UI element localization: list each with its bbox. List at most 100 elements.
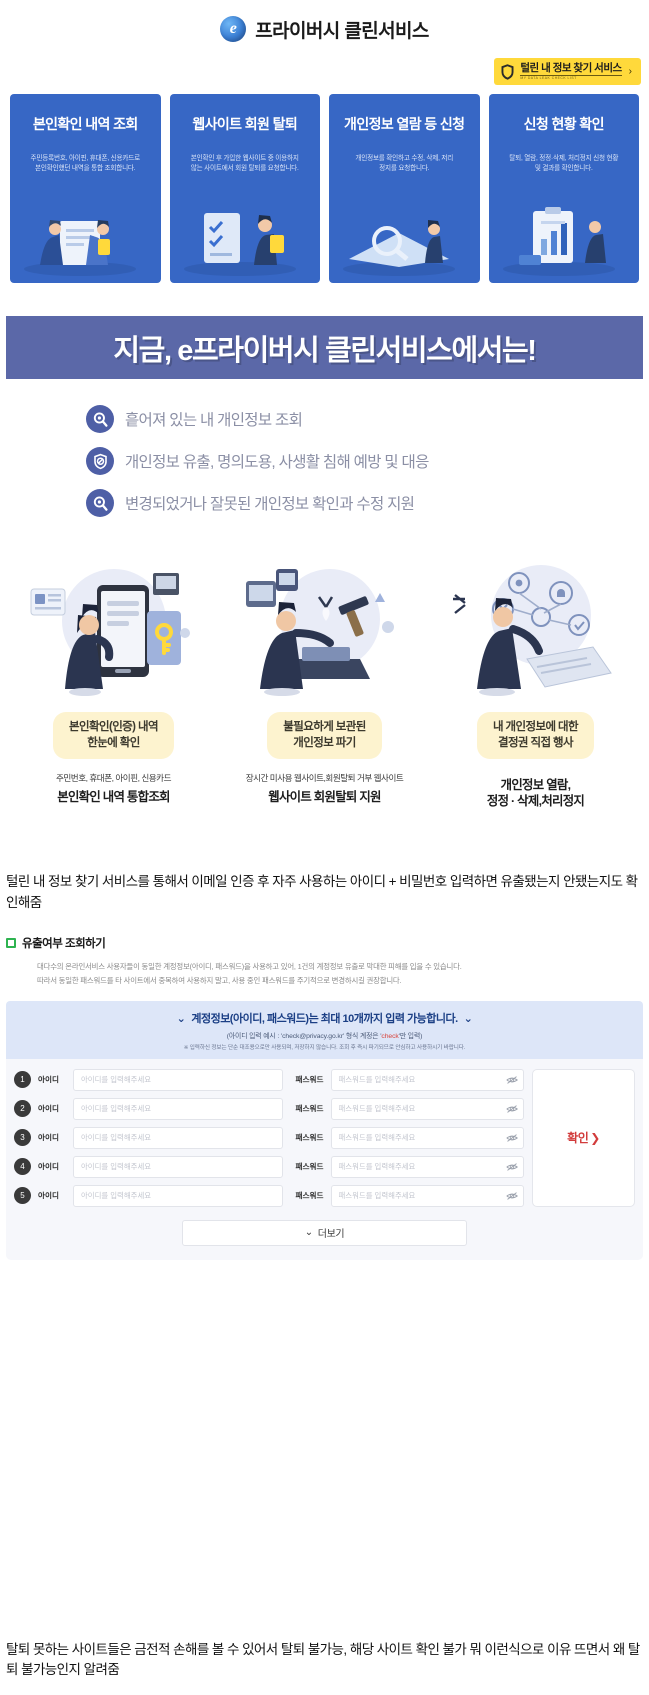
- benefit-label: 흩어져 있는 내 개인정보 조회: [125, 412, 303, 429]
- eye-off-icon[interactable]: [506, 1075, 518, 1085]
- example-prefix: (아이디 입력 예시 : 'check@privacy.go.kr' 형식 계정…: [226, 1032, 382, 1040]
- password-field-wrapper: [330, 1155, 524, 1178]
- eye-off-icon[interactable]: [506, 1162, 518, 1172]
- cta-row: 털린 내 정보 찾기 서비스 MY DATA LEAK CHECK LIST ›: [0, 58, 649, 88]
- capacity-notice-example: (아이디 입력 예시 : 'check@privacy.go.kr' 형식 계정…: [12, 1030, 637, 1040]
- leak-check-heading-label: 유출여부 조회하기: [22, 938, 106, 951]
- person-with-document-icon: [24, 220, 136, 276]
- magnifier-document-icon: [343, 220, 455, 276]
- person-tablet-network-illustration: [452, 565, 612, 696]
- promo-banner-text: 지금, e프라이버시 클린서비스에서는!: [113, 334, 537, 367]
- row-number: 2: [14, 1100, 31, 1118]
- benefit-item-correction: 변경되었거나 잘못된 개인정보 확인과 수정 지원: [86, 489, 649, 517]
- chevron-right-icon: ❯: [590, 1130, 600, 1145]
- example-suffix: '만 입력): [398, 1032, 423, 1040]
- password-label: 패스워드: [295, 1162, 324, 1172]
- panel-caption-small: 주민번호, 휴대폰, 아이핀, 신용카드: [55, 772, 172, 783]
- card-title: 웹사이트 회원 탈퇴: [192, 116, 298, 132]
- promo-banner: 지금, e프라이버시 클린서비스에서는!: [6, 316, 643, 379]
- password-label: 패스워드: [295, 1104, 324, 1114]
- brand-title: 프라이버시 클린서비스: [255, 20, 429, 42]
- table-row: 2 아이디 패스워드: [14, 1097, 524, 1120]
- eye-off-icon[interactable]: [506, 1104, 518, 1114]
- password-field-wrapper: [330, 1068, 524, 1091]
- credential-row-list: 1 아이디 패스워드 2 아이디: [14, 1068, 524, 1207]
- table-row: 5 아이디 패스워드: [14, 1184, 524, 1207]
- password-input[interactable]: [330, 1068, 524, 1091]
- capacity-notice-text: 계정정보(아이디, 패스워드)는 최대 10개까지 입력 가능합니다.: [191, 1012, 458, 1025]
- password-label: 패스워드: [295, 1075, 324, 1085]
- table-row: 4 아이디 패스워드: [14, 1155, 524, 1178]
- password-input[interactable]: [330, 1126, 524, 1149]
- cta-sublabel: MY DATA LEAK CHECK LIST: [520, 75, 577, 80]
- panel-caption-main: 본인확인 내역 통합조회: [57, 789, 170, 804]
- person-phone-key-illustration: [30, 569, 190, 696]
- leak-check-form-card: ⌄ 계정정보(아이디, 패스워드)는 최대 10개까지 입력 가능합니다. ⌄ (아…: [6, 1000, 643, 1260]
- annotation-bottom: 탈퇴 못하는 사이트들은 금전적 손해를 볼 수 있어서 탈퇴 불가능, 해당 …: [6, 1641, 640, 1678]
- password-field-wrapper: [330, 1126, 524, 1149]
- leak-check-section: 유출여부 조회하기 대다수의 온라인서비스 사용자들이 동일한 계정정보(아이디…: [0, 935, 649, 1260]
- shield-block-icon: [86, 447, 114, 475]
- chevron-right-icon: ›: [628, 66, 632, 77]
- id-label: 아이디: [38, 1104, 59, 1114]
- confirm-panel: 확인❯: [532, 1068, 635, 1207]
- row-number: 3: [14, 1129, 31, 1147]
- table-row: 3 아이디 패스워드: [14, 1126, 524, 1149]
- description-line-2: 따라서 동일한 패스워드를 타 사이트에서 중복하여 사용하지 말고, 사용 중…: [37, 975, 402, 985]
- description-line-1: 대다수의 온라인서비스 사용자들이 동일한 계정정보(아이디, 패스워드)을 사…: [37, 962, 462, 972]
- id-label: 아이디: [38, 1075, 59, 1085]
- panel-caption-small: 장시간 미사용 웹사이트,회원탈퇴 거부 웹사이트: [245, 772, 404, 783]
- password-field-wrapper: [330, 1097, 524, 1120]
- id-input[interactable]: [73, 1068, 283, 1091]
- confirm-button[interactable]: 확인❯: [567, 1129, 600, 1146]
- capacity-notice-fineprint: ※ 입력하신 정보는 단순 대조용으로만 사용되며, 저장하지 않습니다. 조회…: [183, 1044, 466, 1051]
- shield-icon: [501, 63, 514, 80]
- password-field-wrapper: [330, 1184, 524, 1207]
- example-highlight: check: [381, 1032, 399, 1040]
- id-input[interactable]: [73, 1155, 283, 1178]
- password-input[interactable]: [330, 1155, 524, 1178]
- chevron-down-icon-left: ⌄: [176, 1012, 186, 1025]
- id-input[interactable]: [73, 1184, 283, 1207]
- table-row: 1 아이디 패스워드: [14, 1068, 524, 1091]
- id-input[interactable]: [73, 1097, 283, 1120]
- id-input[interactable]: [73, 1126, 283, 1149]
- benefit-item-protection: 개인정보 유출, 명의도용, 사생활 침해 예방 및 대응: [86, 447, 649, 475]
- cta-label: 털린 내 정보 찾기 서비스: [520, 62, 622, 76]
- capacity-notice: ⌄ 계정정보(아이디, 패스워드)는 최대 10개까지 입력 가능합니다. ⌄ (아…: [6, 1000, 643, 1059]
- id-label: 아이디: [38, 1162, 59, 1172]
- show-more-button[interactable]: ⌄ 더보기: [182, 1219, 467, 1246]
- card-title: 신청 현황 확인: [523, 116, 605, 132]
- panel-caption-main: 개인정보 열람,정정 · 삭제,처리정지: [486, 777, 585, 809]
- leak-check-service-button[interactable]: 털린 내 정보 찾기 서비스 MY DATA LEAK CHECK LIST ›: [494, 58, 641, 85]
- panel-caption-main: 웹사이트 회원탈퇴 지원: [268, 789, 381, 804]
- show-more-label: 더보기: [317, 1229, 345, 1241]
- brand-logo[interactable]: e 프라이버시 클린서비스: [220, 16, 429, 43]
- eye-off-icon[interactable]: [506, 1191, 518, 1201]
- eye-off-icon[interactable]: [506, 1133, 518, 1143]
- row-number: 4: [14, 1158, 31, 1176]
- id-label: 아이디: [38, 1133, 59, 1143]
- person-hammer-devices-illustration: [245, 569, 394, 696]
- chevron-down-icon-right: ⌄: [463, 1012, 473, 1025]
- card-title: 본인확인 내역 조회: [32, 116, 138, 132]
- card-title: 개인정보 열람 등 신청: [344, 116, 465, 132]
- person-with-checklist-icon: [183, 213, 296, 276]
- annotation-top: 털린 내 정보 찾기 서비스를 통해서 이메일 인증 후 자주 사용하는 아이디…: [6, 874, 638, 910]
- password-input[interactable]: [330, 1184, 524, 1207]
- square-marker-icon: [6, 938, 16, 949]
- confirm-label: 확인: [567, 1131, 589, 1146]
- eprivacy-logo-icon: e: [220, 16, 247, 42]
- password-input[interactable]: [330, 1097, 524, 1120]
